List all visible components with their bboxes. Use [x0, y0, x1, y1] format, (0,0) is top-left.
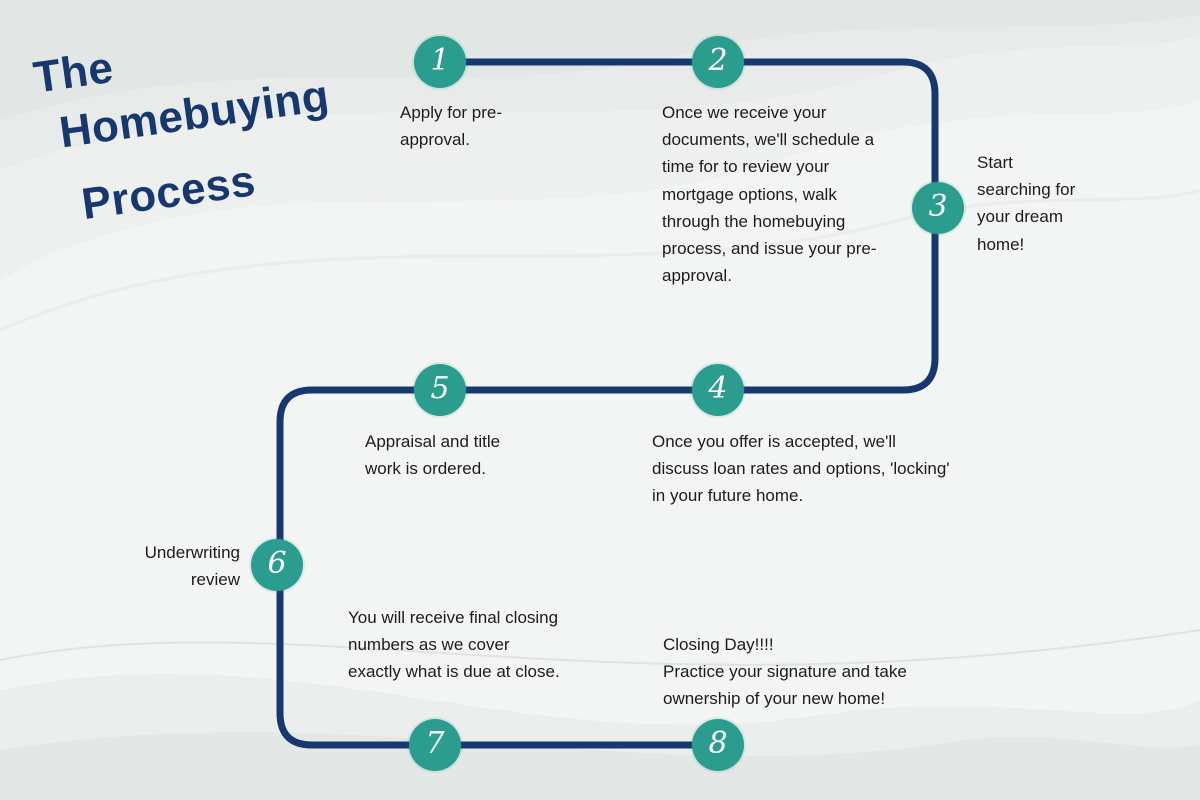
step-8-text: Closing Day!!!! Practice your signature … [663, 635, 907, 709]
step-5-number: 5 [430, 371, 450, 406]
step-4-number: 4 [708, 371, 728, 406]
step-5-badge: 5 [414, 364, 466, 416]
step-5-text: Appraisal and title work is ordered. [365, 432, 501, 479]
page-title: The Homebuying Process [30, 10, 343, 239]
step-3-badge: 3 [912, 182, 964, 234]
step-2-text: Once we receive your documents, we'll sc… [662, 103, 877, 286]
step-6-text: Underwriting review [144, 543, 240, 590]
step-7-text: You will receive final closing numbers a… [348, 608, 560, 682]
step-1-text: Apply for pre-approval. [400, 103, 503, 150]
step-3-text: Start searching for your dream home! [977, 153, 1076, 254]
step-7-number: 7 [425, 726, 445, 761]
step-4-text: Once you offer is accepted, we'll discus… [652, 432, 950, 506]
step-6-number: 6 [267, 546, 287, 581]
step-1-number: 1 [430, 43, 450, 78]
step-1-badge: 1 [414, 36, 466, 88]
step-2-number: 2 [708, 43, 728, 78]
step-2-badge: 2 [692, 36, 744, 88]
step-7-badge: 7 [409, 719, 461, 771]
step-3-number: 3 [928, 189, 948, 224]
step-6-badge: 6 [251, 539, 303, 591]
step-4-badge: 4 [692, 364, 744, 416]
step-8-badge: 8 [692, 719, 744, 771]
step-8-number: 8 [708, 726, 728, 761]
